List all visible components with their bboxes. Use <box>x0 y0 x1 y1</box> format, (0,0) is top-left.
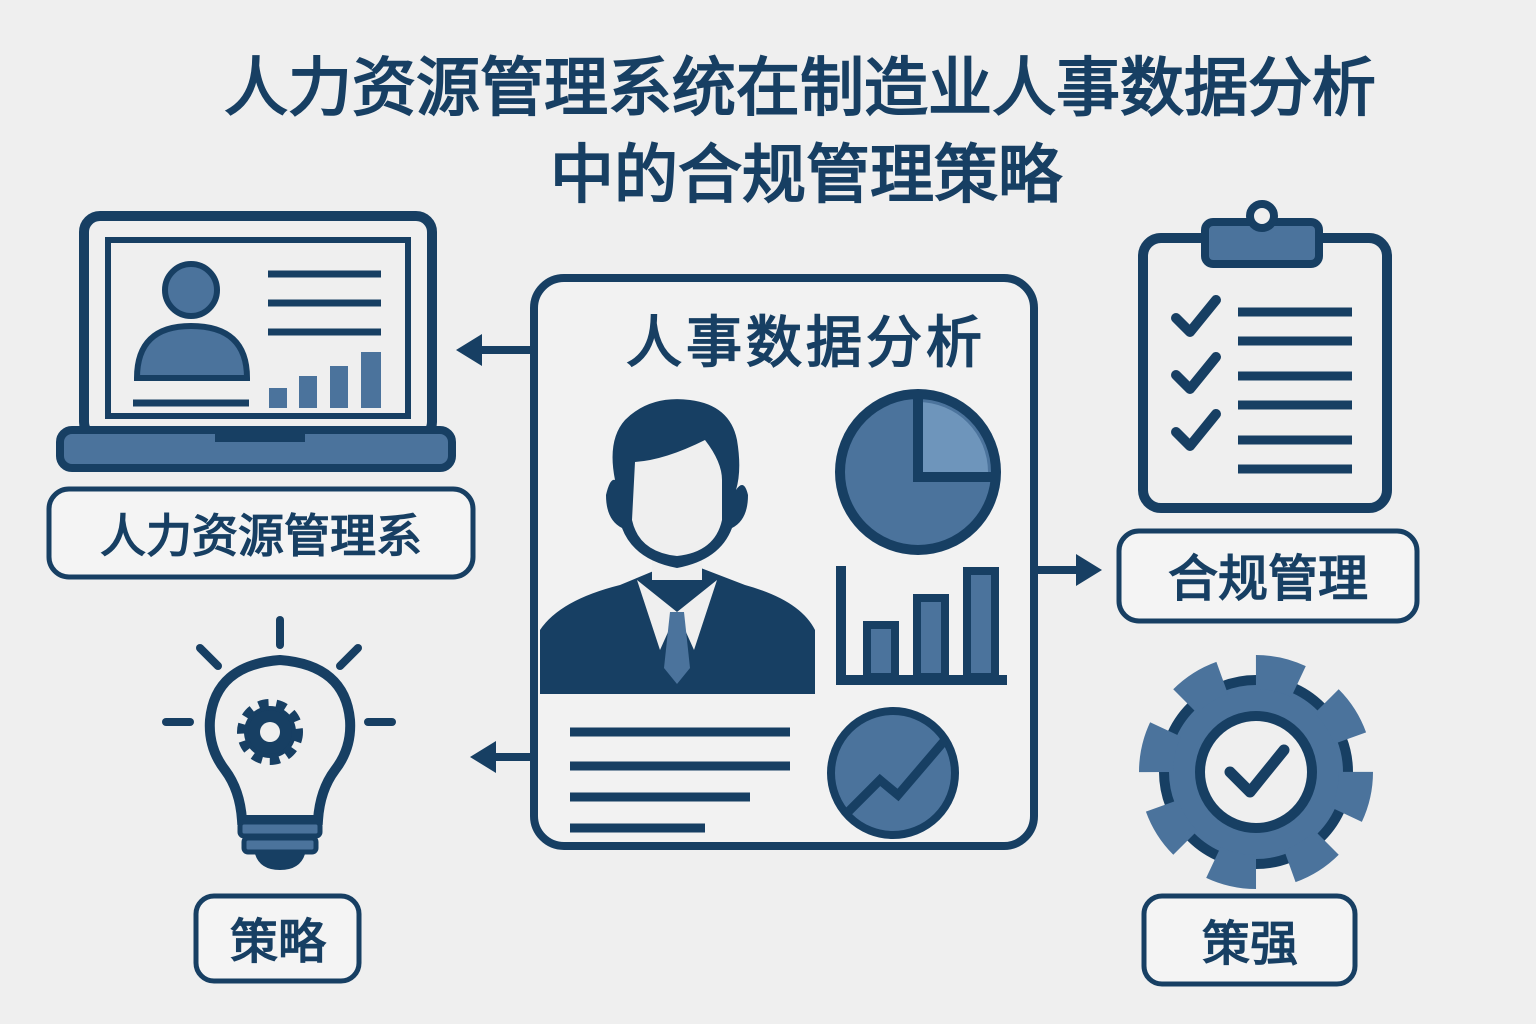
strengthen-label-box <box>1141 893 1358 987</box>
lightbulb-gear-icon <box>162 616 396 870</box>
hrm-system-label-box <box>46 486 476 580</box>
clipboard-checklist-icon <box>1138 200 1392 513</box>
laptop-icon <box>56 211 456 472</box>
strengthen-label: 策强 <box>1202 916 1298 972</box>
businessman-icon <box>540 399 815 694</box>
strategy-label-box <box>193 893 362 984</box>
center-card-heading: 人事数据分析 <box>626 311 986 376</box>
text-lines-icon <box>570 727 790 833</box>
title-line-2: 中的合规管理策略 <box>550 139 1063 213</box>
bar-chart-icon <box>836 566 1007 685</box>
title-line-1: 人力资源管理系统在制造业人事数据分析 <box>224 52 1376 126</box>
compliance-label: 合规管理 <box>1168 550 1368 608</box>
compliance-label-box <box>1116 528 1420 624</box>
arrow-right <box>1035 554 1102 586</box>
arrow-left-top <box>456 334 530 366</box>
strategy-label: 策略 <box>230 914 327 970</box>
arrow-left-bottom <box>470 741 530 773</box>
gear-check-icon <box>1139 655 1373 889</box>
pie-chart-icon <box>835 389 1001 555</box>
trend-chart-icon <box>827 707 959 839</box>
hrm-system-label: 人力资源管理系 <box>100 509 422 563</box>
